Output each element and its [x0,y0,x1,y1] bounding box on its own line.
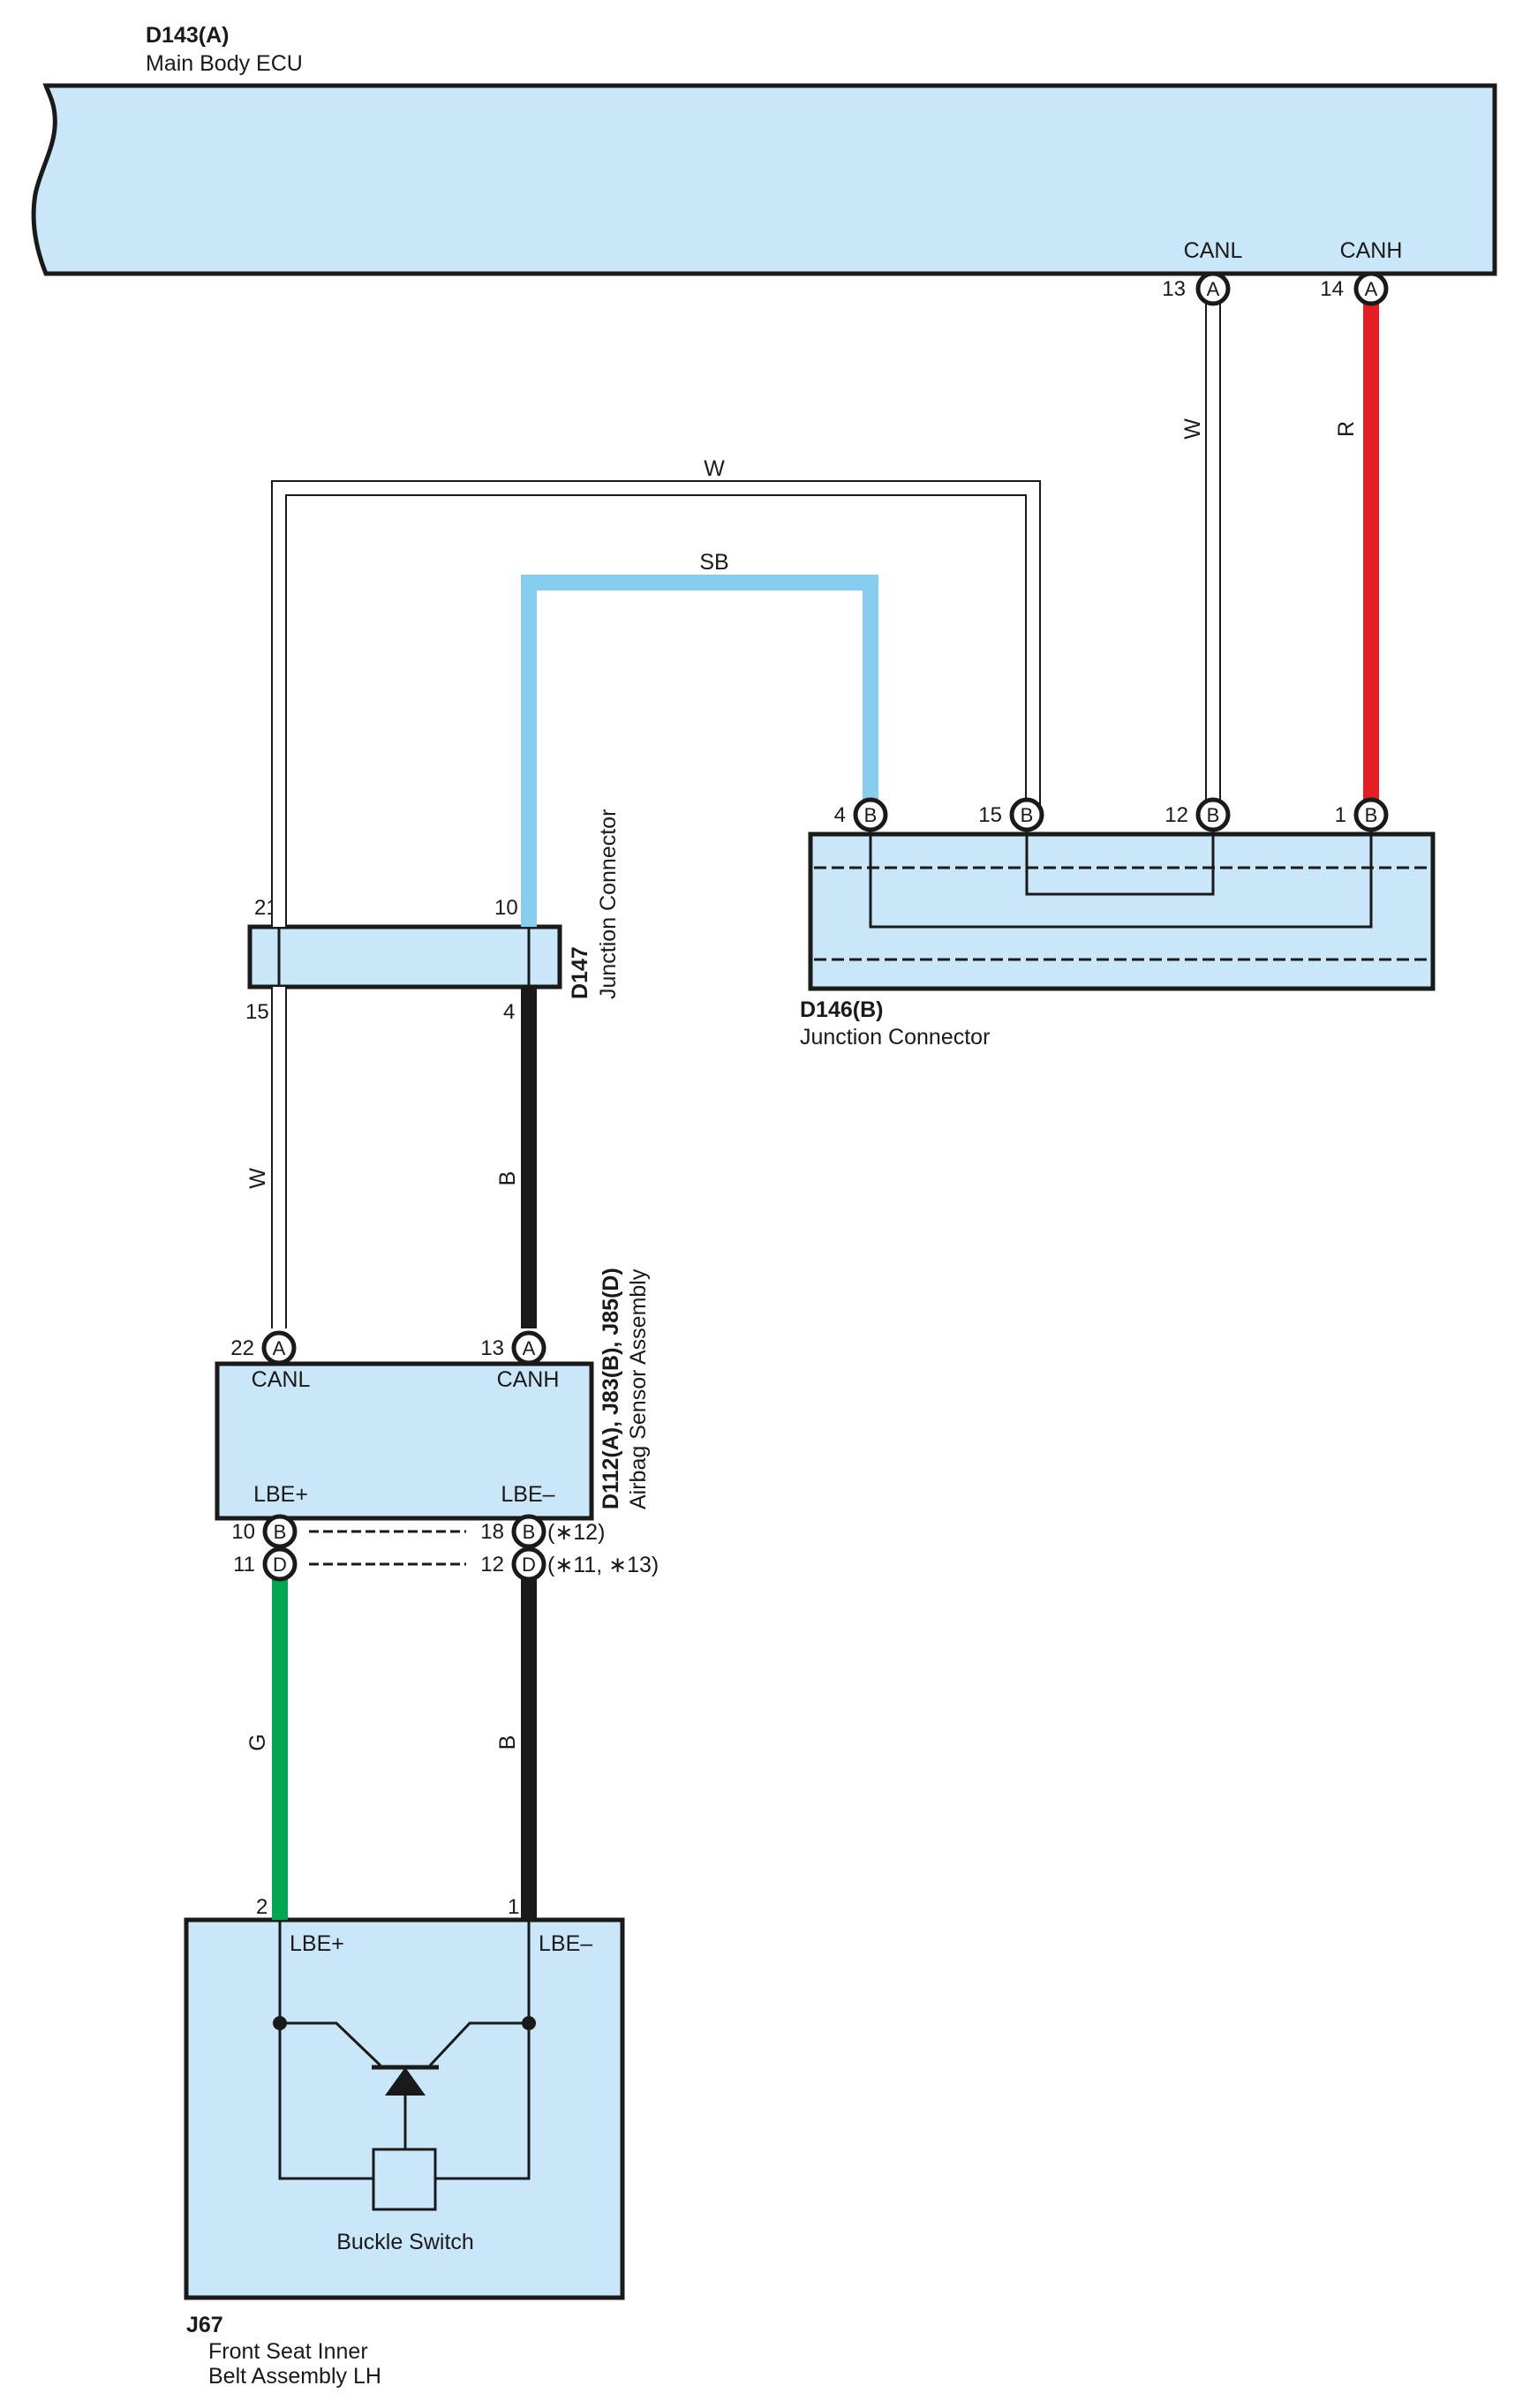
airbag-pin-11d-number: 11 [233,1553,255,1576]
airbag-pin-11d-connector: D [273,1554,287,1576]
buckle-switch-label: Buckle Switch [336,2230,474,2254]
wire-w-lower-color: W [245,1168,270,1189]
buckle-pin-2: 2 [256,1895,268,1919]
wire-b-buckle-color: B [495,1735,520,1750]
airbag-canh-label: CANH [497,1367,560,1392]
ecu-pin-13a-number: 13 [1162,277,1186,301]
airbag-pin-18b-number: 18 [480,1520,504,1544]
airbag-canl-label: CANL [252,1367,311,1392]
ecu-canl-label: CANL [1184,238,1243,263]
airbag-lbe-plus-label: LBE+ [253,1482,308,1507]
ecu-canh-label: CANH [1340,238,1403,263]
airbag-pin-13a-number: 13 [480,1336,504,1360]
buckle-name-line1: Front Seat Inner [208,2339,368,2364]
wire-g-buckle-color: G [245,1734,270,1750]
buckle-code: J67 [186,2313,223,2337]
buckle-junction-dot-left [273,2016,287,2030]
d146-pin-1b-number: 1 [1335,803,1346,827]
airbag-pin-22a-number: 22 [230,1336,254,1360]
d146-pin-4b[interactable]: B [853,797,888,832]
d147-pin-10: 10 [494,896,518,920]
airbag-pin-11d[interactable]: D [262,1546,298,1582]
buckle-name-line2: Belt Assembly LH [208,2364,381,2389]
ecu-code: D143(A) [146,23,229,48]
d146-pin-15b[interactable]: B [1009,797,1044,832]
buckle-pin-1: 1 [508,1895,519,1919]
d146-internal-link-inner [1025,830,1215,896]
d146-pin-15b-connector: B [1021,804,1034,826]
airbag-pin-10b-connector: B [274,1521,287,1543]
ecu-name: Main Body ECU [146,51,303,76]
d146-pin-15b-number: 15 [978,803,1002,827]
airbag-sensor-box[interactable] [215,1361,594,1521]
airbag-alt-note-row2: (∗11, ∗13) [547,1553,659,1577]
d147-pin-4: 4 [503,1000,515,1024]
wire-sb-loop-color: SB [699,550,728,575]
buckle-switch-arrow-icon [385,2067,426,2096]
ecu-pin-14a-connector: A [1365,278,1378,300]
d146-code: D146(B) [800,997,883,1022]
ecu-pin-14a[interactable]: A [1353,271,1389,306]
airbag-pin-18b[interactable]: B [511,1514,546,1549]
wire-sb-loop[interactable] [521,575,878,927]
d146-internal-link-outer [869,830,1373,929]
airbag-pin-13a-connector: A [523,1337,536,1359]
wire-canl-ecu-color: W [1180,418,1205,440]
d147-pin-15: 15 [245,1000,269,1024]
airbag-code: D112(A), J83(B), J85(D) [599,1268,623,1509]
ecu-pin-13a[interactable]: A [1195,271,1231,306]
ecu-pin-14a-number: 14 [1320,277,1344,301]
wire-canh-ecu-color: R [1334,421,1359,437]
buckle-lbe-plus-label: LBE+ [290,1931,344,1956]
airbag-pin-10b-number: 10 [231,1520,255,1544]
d146-pin-12b-number: 12 [1164,803,1188,827]
d146-name: Junction Connector [800,1025,990,1050]
airbag-lbe-minus-label: LBE– [501,1482,554,1507]
airbag-pin-12d-number: 12 [480,1553,504,1576]
airbag-pin-22a[interactable]: A [261,1330,297,1366]
buckle-lbe-minus-label: LBE– [539,1931,592,1956]
d146-pin-1b-connector: B [1365,804,1378,826]
wire-w-loop[interactable] [271,480,1041,927]
wire-w-loop-color: W [704,456,725,481]
airbag-name: Airbag Sensor Assembly [626,1268,651,1509]
airbag-alt-note-row1: (∗12) [547,1520,605,1545]
airbag-pin-10b[interactable]: B [262,1514,298,1549]
airbag-pin-12d-connector: D [522,1554,536,1576]
wire-b-lower-color: B [495,1171,520,1186]
d147-code: D147 [568,946,592,999]
d147-name: Junction Connector [596,809,621,999]
main-body-ecu-box[interactable] [31,83,1497,276]
airbag-pin-18b-connector: B [523,1521,536,1543]
d146-pin-12b-connector: B [1207,804,1220,826]
d146-pin-4b-number: 4 [834,803,846,827]
ecu-pin-13a-connector: A [1207,278,1220,300]
d146-pin-12b[interactable]: B [1195,797,1231,832]
airbag-pin-22a-connector: A [273,1337,286,1359]
d146-pin-4b-connector: B [864,804,878,826]
junction-d146-box[interactable] [808,832,1436,991]
buckle-junction-dot-right [522,2016,536,2030]
junction-d147-box[interactable] [247,924,562,990]
d146-pin-1b[interactable]: B [1353,797,1389,832]
airbag-pin-13a[interactable]: A [511,1330,546,1366]
airbag-pin-12d[interactable]: D [511,1546,546,1582]
